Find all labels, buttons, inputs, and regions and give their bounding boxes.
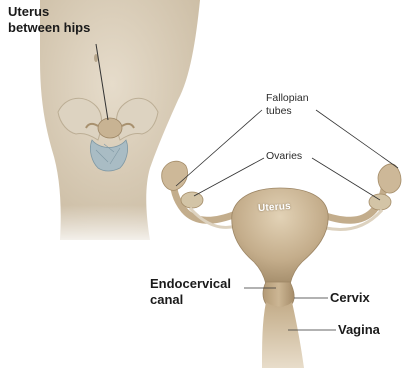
leader-fallopian-right bbox=[316, 110, 398, 168]
vagina-label: Vagina bbox=[338, 322, 380, 338]
small-uterus bbox=[98, 118, 122, 138]
fallopian-tubes-label: Fallopian tubes bbox=[266, 92, 309, 118]
endocervical-canal-label: Endocervical canal bbox=[150, 276, 231, 308]
leader-ovaries-right bbox=[312, 158, 380, 200]
vagina bbox=[262, 302, 304, 368]
inset-label: Uterus between hips bbox=[8, 4, 90, 36]
inset-label-line-2: between hips bbox=[8, 20, 90, 36]
endocervical-canal-label-line-2: canal bbox=[150, 292, 231, 308]
fallopian-tubes-label-line-1: Fallopian bbox=[266, 92, 309, 105]
cervix-label: Cervix bbox=[330, 290, 370, 306]
endocervical-canal-label-line-1: Endocervical bbox=[150, 276, 231, 292]
ovary-left bbox=[181, 192, 203, 208]
fimbriae-right bbox=[378, 164, 401, 193]
inset-label-line-1: Uterus bbox=[8, 4, 90, 20]
leader-fallopian-left bbox=[176, 110, 262, 186]
uterus-label: Uterus bbox=[258, 201, 292, 214]
ovaries-label: Ovaries bbox=[266, 150, 302, 163]
fallopian-tubes-label-line-2: tubes bbox=[266, 105, 309, 118]
ovary-right bbox=[369, 194, 391, 210]
